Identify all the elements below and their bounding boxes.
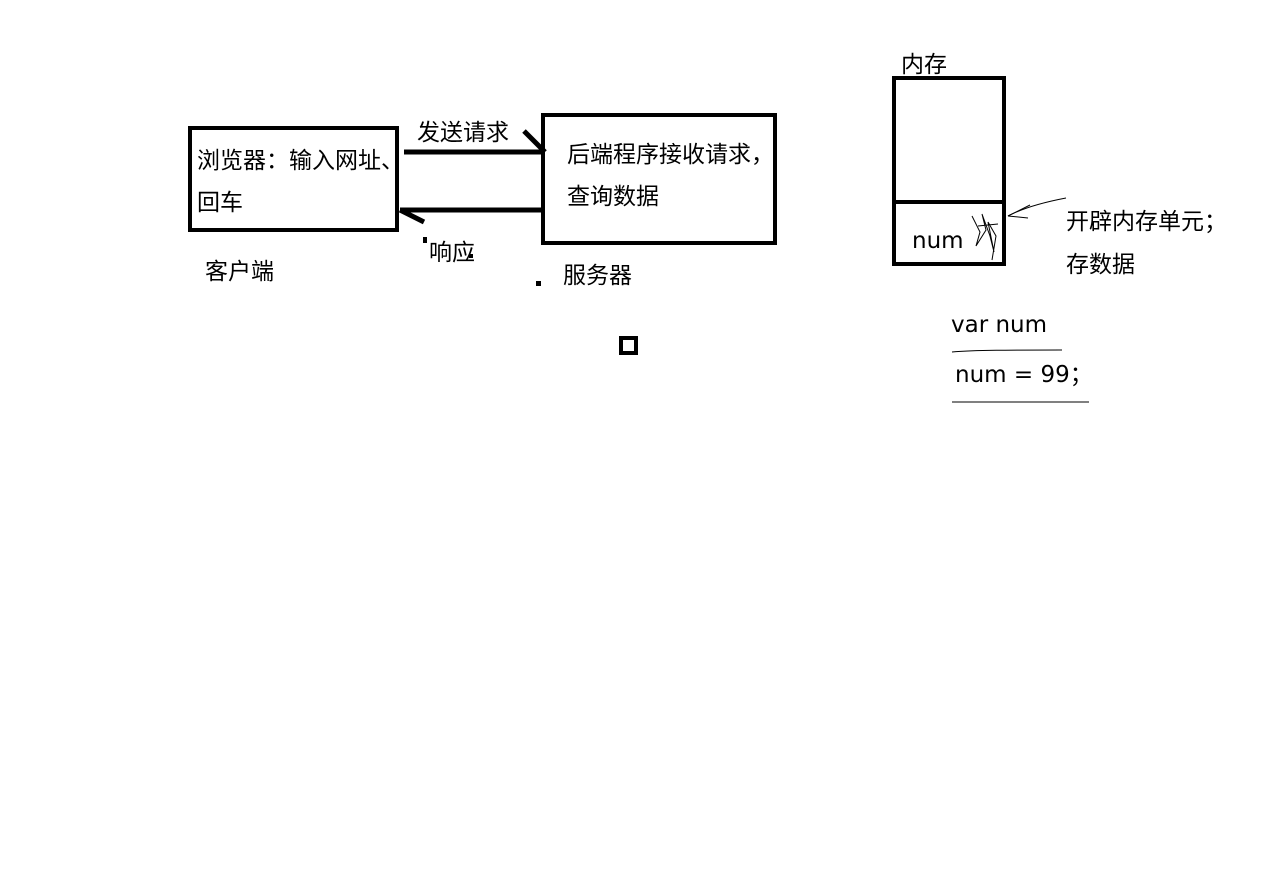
stray-dot-3 [536, 281, 541, 286]
browser-box-line1: 浏览器：输入网址、 [197, 148, 404, 174]
code-line-2: num = 99； [955, 362, 1093, 388]
memory-label: 内存 [901, 52, 947, 78]
memory-pointer-arrow [1007, 197, 1067, 217]
small-square-mark [619, 336, 638, 355]
memory-scribble [971, 213, 999, 261]
browser-box [188, 126, 399, 232]
request-label: 发送请求 [417, 120, 509, 146]
code-underline-1 [951, 349, 1063, 353]
server-box-line1: 后端程序接收请求， [567, 142, 774, 168]
response-label: 响应 [429, 240, 475, 266]
response-arrow-head [398, 207, 426, 225]
client-label: 客户端 [205, 259, 274, 285]
code-line-1: var num [951, 312, 1048, 338]
server-box [541, 113, 777, 245]
memory-pointer-head [1007, 204, 1031, 219]
browser-box-line2: 回车 [197, 190, 243, 216]
stray-dot-2 [469, 254, 473, 258]
server-box-line2: 查询数据 [567, 184, 659, 210]
memory-cell-label: num [912, 228, 964, 254]
memory-box [892, 76, 1006, 266]
memory-note-line1: 开辟内存单元； [1066, 209, 1227, 235]
server-label: 服务器 [563, 263, 632, 289]
stray-dot-1 [423, 237, 427, 243]
memory-note-line2: 存数据 [1066, 252, 1135, 278]
